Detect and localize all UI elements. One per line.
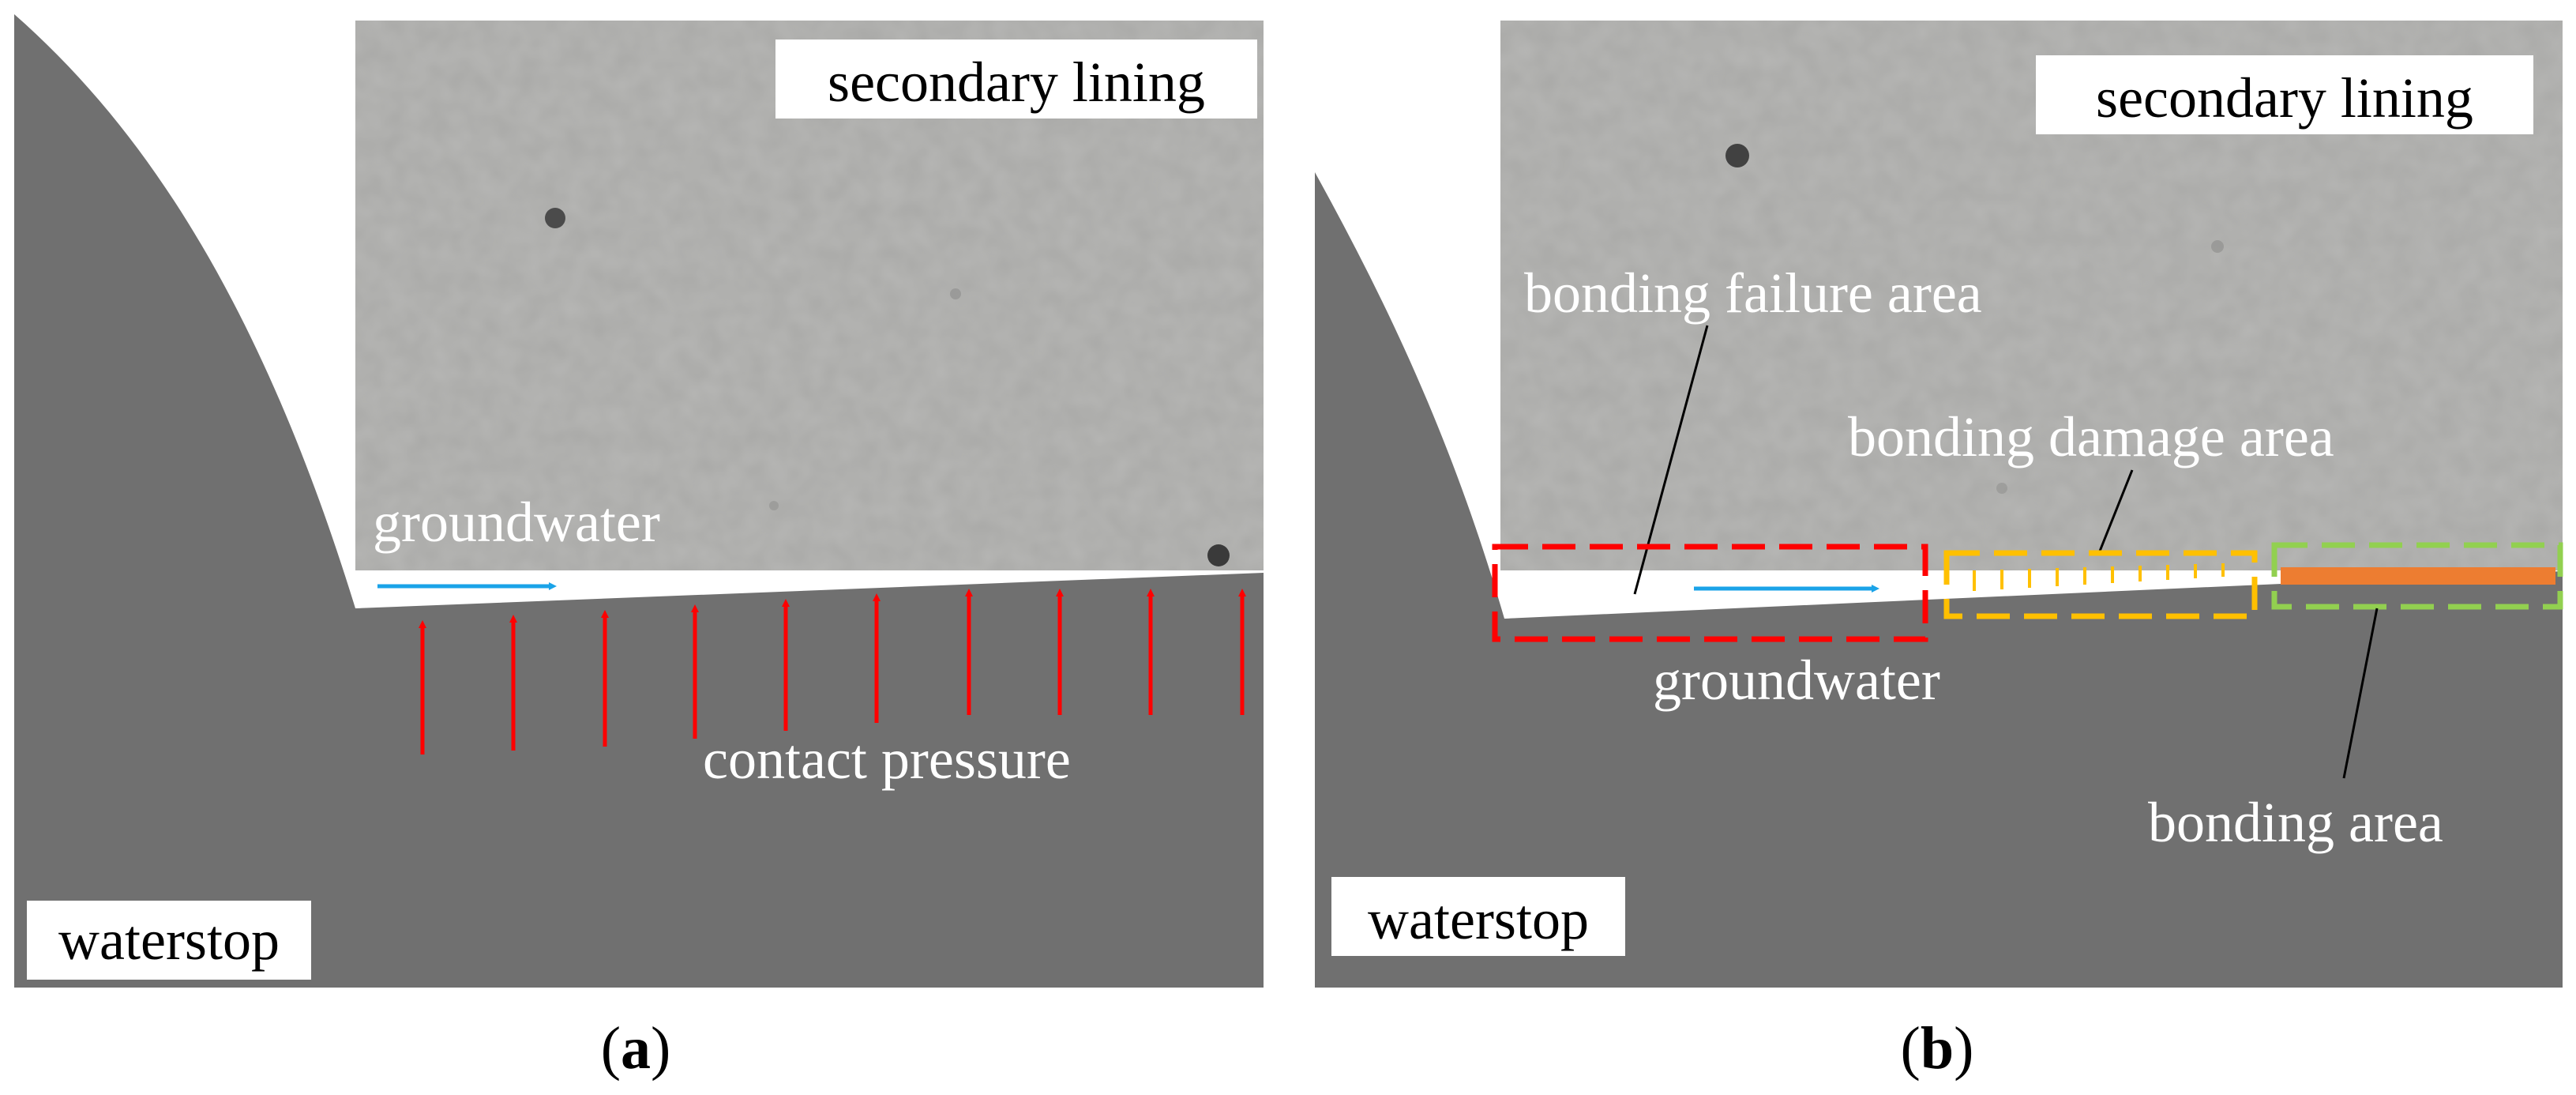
contact-pressure-arrows (419, 589, 1246, 754)
waterstop-shape-b (1315, 172, 2563, 988)
groundwater-label-a: groundwater (373, 491, 660, 554)
bonding-bar (2281, 567, 2555, 585)
pressure-label: contact pressure (703, 728, 1071, 791)
failure-box (1492, 544, 1928, 642)
failure-label: bonding failure area (1524, 262, 1982, 325)
damage-box (1943, 550, 2258, 619)
waterstop-label-b: waterstop (1368, 888, 1589, 951)
caption-letter-a: a (621, 1015, 651, 1082)
panel-a: secondary lining groundwater contact pre… (14, 14, 1264, 1082)
caption-a: (a) (601, 1015, 671, 1082)
groundwater-label-b: groundwater (1653, 649, 1940, 712)
damage-leader (2097, 469, 2134, 554)
caption-b: (b) (1901, 1015, 1974, 1082)
bonding-box (2271, 542, 2563, 610)
gap-wedge-a (355, 570, 979, 608)
secondary-lining-block-a (355, 21, 1264, 570)
waterstop-shape-a (14, 14, 1264, 988)
waterstop-label-a: waterstop (58, 909, 280, 972)
lining-label-b: secondary lining (2096, 66, 2473, 130)
panel-b: secondary lining bonding failure area bo… (1315, 21, 2563, 1082)
bonding-label: bonding area (2148, 791, 2443, 854)
damage-label: bonding damage area (1848, 405, 2334, 468)
bonding-leader (2342, 608, 2379, 779)
lining-label-a: secondary lining (828, 51, 1205, 114)
gap-wedge-b (1500, 570, 2255, 619)
caption-letter-b: b (1921, 1015, 1954, 1082)
